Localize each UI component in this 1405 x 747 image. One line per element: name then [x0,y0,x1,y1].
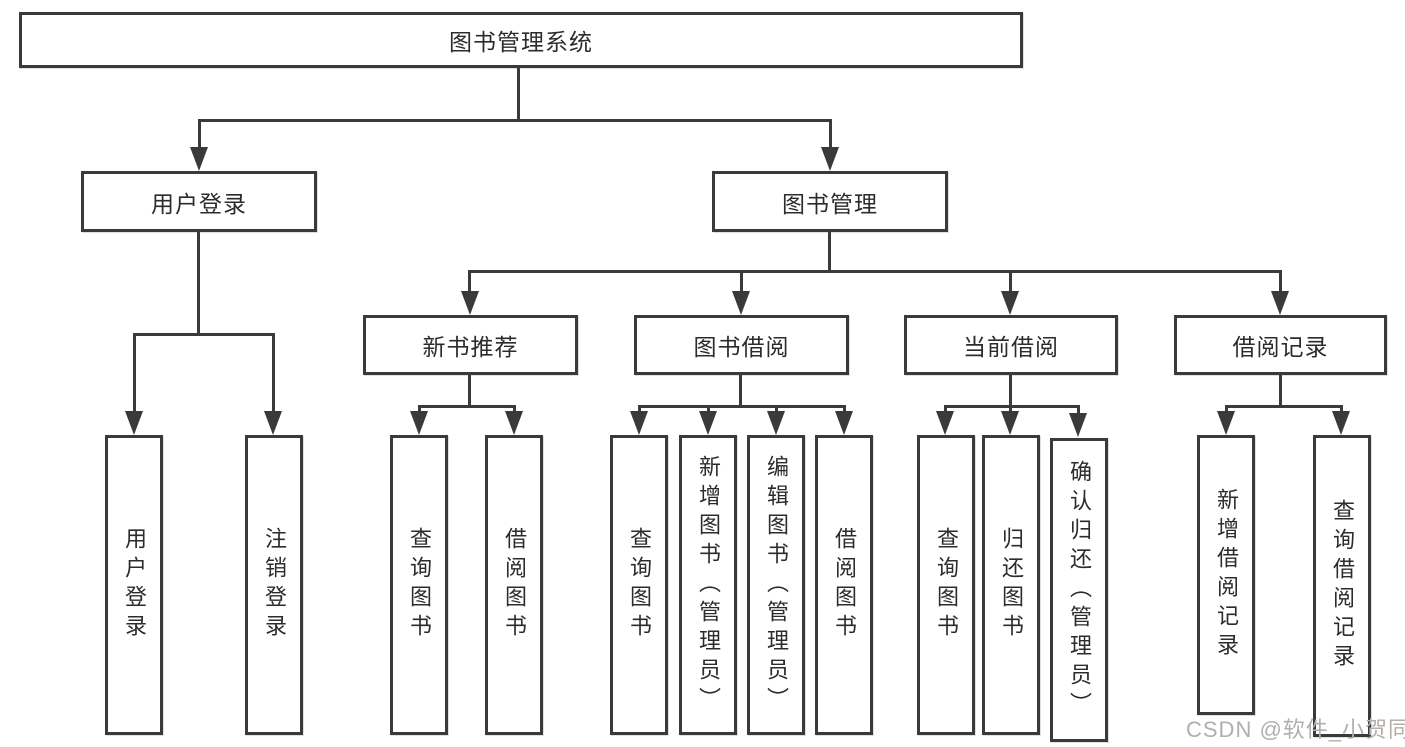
box-borrowing-records: 借阅记录 [1174,315,1387,375]
leaf-add-books-admin: 新增图书（管理员） [679,435,737,735]
connector-new-book-hline [418,405,516,408]
arrow-down-icon [461,291,479,315]
leaf-edit-books-admin-label: 编辑图书（管理员） [764,454,789,716]
box-user-login-label: 用户登录 [151,190,247,217]
connector-book-management-trunk [828,232,831,273]
arrow-down-icon [264,411,282,435]
box-system-root: 图书管理系统 [19,12,1023,68]
arrow-down-icon [936,411,954,435]
arrow-down-icon [767,411,785,435]
box-system-root-label: 图书管理系统 [449,29,593,55]
leaf-query-borrow-record-label: 查询借阅记录 [1330,499,1355,673]
leaf-confirm-return-admin: 确认归还（管理员） [1050,438,1108,742]
leaf-return-books-label: 归还图书 [999,527,1024,643]
connector-stem-current-borrowing [1009,270,1012,295]
connector-stem-book-management [829,119,832,151]
leaf-confirm-return-admin-label: 确认归还（管理员） [1067,459,1092,721]
leaf-user-login: 用户登录 [105,435,163,735]
leaf-query-books-borrowing-label: 查询图书 [627,527,652,643]
connector-book-borrowing-hline [638,405,846,408]
arrow-down-icon [699,411,717,435]
box-current-borrowing-label: 当前借阅 [963,334,1059,360]
arrow-down-icon [190,147,208,171]
box-book-borrowing-label: 图书借阅 [693,334,790,360]
connector-new-book-trunk [468,375,471,408]
box-book-management: 图书管理 [712,171,948,232]
leaf-borrow-books-recommend-label: 借阅图书 [502,527,527,643]
connector-stem-user-login [198,119,201,151]
connector-borrowing-records-trunk [1279,375,1282,408]
leaf-borrow-books-borrowing: 借阅图书 [815,435,873,735]
leaf-query-books-current-label: 查询图书 [934,527,959,643]
box-current-borrowing: 当前借阅 [904,315,1118,375]
leaf-query-books-current: 查询图书 [917,435,975,735]
arrow-down-icon [505,411,523,435]
connector-user-login-trunk [197,232,200,336]
arrow-down-icon [1271,291,1289,315]
leaf-query-books-recommend-label: 查询图书 [407,527,432,643]
arrow-down-icon [1001,411,1019,435]
box-book-management-label: 图书管理 [782,190,878,217]
leaf-query-books-recommend: 查询图书 [390,435,448,735]
connector-level2-hline [469,270,1282,273]
connector-current-borrowing-trunk [1009,375,1012,408]
box-borrowing-records-label: 借阅记录 [1232,334,1329,360]
connector-level1-hline [198,119,832,122]
leaf-user-login-label: 用户登录 [122,527,147,643]
arrow-down-icon [410,411,428,435]
connector-stem-new-book [468,270,471,295]
leaf-add-borrow-record-label: 新增借阅记录 [1214,488,1239,662]
arrow-down-icon [1001,291,1019,315]
leaf-add-borrow-record: 新增借阅记录 [1197,435,1255,715]
connector-current-borrowing-hline [944,405,1080,408]
arrow-down-icon [732,291,750,315]
connector-stem-leaf-user-login [133,333,136,415]
connector-book-borrowing-trunk [739,375,742,408]
arrow-down-icon [125,411,143,435]
box-new-book-recommendation: 新书推荐 [363,315,578,375]
connector-user-login-hline [133,333,275,336]
leaf-query-borrow-record: 查询借阅记录 [1313,435,1371,737]
csdn-watermark: CSDN @软件_小贺同学 [1186,717,1405,742]
connector-stem-borrowing-records [1279,270,1282,295]
leaf-borrow-books-recommend: 借阅图书 [485,435,543,735]
leaf-edit-books-admin: 编辑图书（管理员） [747,435,805,735]
box-new-book-recommendation-label: 新书推荐 [422,334,519,360]
connector-borrowing-records-hline [1225,405,1343,408]
arrow-down-icon [835,411,853,435]
leaf-logout-login: 注销登录 [245,435,303,735]
connector-stem-book-borrowing [740,270,743,295]
leaf-add-books-admin-label: 新增图书（管理员） [696,454,721,716]
connector-stem-leaf-logout [272,333,275,415]
leaf-logout-login-label: 注销登录 [262,527,287,643]
arrow-down-icon [630,411,648,435]
arrow-down-icon [1217,411,1235,435]
box-user-login: 用户登录 [81,171,317,232]
box-book-borrowing: 图书借阅 [634,315,849,375]
leaf-query-books-borrowing: 查询图书 [610,435,668,735]
leaf-return-books: 归还图书 [982,435,1040,735]
connector-stem [1077,405,1080,417]
arrow-down-icon [821,147,839,171]
arrow-down-icon [1069,413,1087,437]
connector-root-trunk [517,67,520,122]
arrow-down-icon [1332,411,1350,435]
leaf-borrow-books-borrowing-label: 借阅图书 [832,527,857,643]
